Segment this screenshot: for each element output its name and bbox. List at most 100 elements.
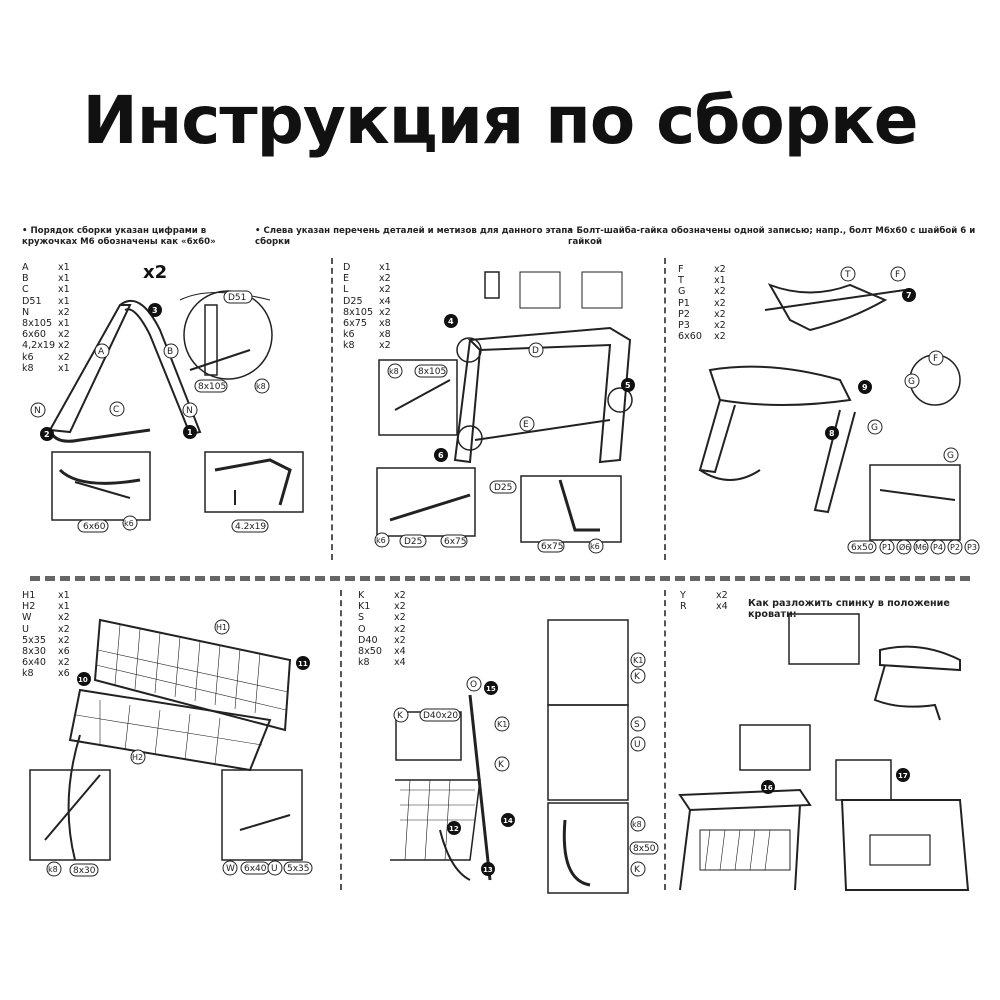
swing-canopy xyxy=(678,788,812,812)
detail-box-2c xyxy=(520,475,622,543)
part-quantity: x4 xyxy=(394,646,406,658)
part-code: 8x105 xyxy=(343,306,374,318)
part-quantity: x4 xyxy=(394,657,406,669)
svg-text:1: 1 xyxy=(187,428,193,437)
part-code: P3 xyxy=(678,320,690,332)
callout-8x105: 8x105 xyxy=(198,382,226,392)
svg-text:k6: k6 xyxy=(124,519,134,528)
part-quantity: x2 xyxy=(58,657,70,669)
part-code: 5x35 xyxy=(22,634,46,646)
part-code: K xyxy=(358,590,365,601)
divider-v2-bottom xyxy=(664,590,666,890)
detail-box-4b xyxy=(221,769,303,861)
wrong-example-box xyxy=(581,271,623,309)
page-title: Инструкция по сборке xyxy=(82,82,918,159)
parts-list-row: k8 x2 xyxy=(343,340,391,351)
part-code: 6x60 xyxy=(22,329,46,341)
part-quantity: x1 xyxy=(58,590,70,601)
svg-text:H1: H1 xyxy=(216,623,227,632)
svg-text:P1: P1 xyxy=(882,543,892,552)
svg-text:N: N xyxy=(34,406,41,416)
parts-list-row: 6x40 x2 xyxy=(22,657,70,668)
svg-text:k8: k8 xyxy=(48,865,58,874)
parts-list-row: 6x60 x2 xyxy=(22,329,70,340)
part-quantity: x2 xyxy=(58,329,70,341)
part-quantity: x2 xyxy=(394,623,406,635)
svg-text:k8: k8 xyxy=(632,820,642,829)
svg-text:6x40: 6x40 xyxy=(244,864,267,874)
part-quantity: x2 xyxy=(714,264,726,275)
svg-text:6x60: 6x60 xyxy=(83,522,106,532)
part-quantity: x2 xyxy=(379,340,391,352)
part-quantity: x1 xyxy=(58,273,70,285)
part-code: k8 xyxy=(343,340,355,352)
part-quantity: x2 xyxy=(394,612,406,624)
svg-text:M6: M6 xyxy=(915,543,927,552)
part-quantity: x6 xyxy=(58,668,70,680)
svg-text:W: W xyxy=(226,864,235,874)
frame-d xyxy=(467,326,632,464)
svg-text:6: 6 xyxy=(438,451,444,460)
part-code: T xyxy=(678,275,684,287)
part-quantity: x2 xyxy=(58,612,70,624)
part-code: 8x105 xyxy=(22,318,53,330)
part-quantity: x1 xyxy=(58,284,70,296)
svg-text:F: F xyxy=(895,270,900,280)
part-code: k8 xyxy=(22,668,34,680)
note-order: • Порядок сборки указан цифрами в кружоч… xyxy=(22,226,216,247)
part-code: W xyxy=(22,612,32,624)
part-quantity: x2 xyxy=(58,351,70,363)
quantity-multiplier: x2 xyxy=(143,262,168,283)
part-code: H1 xyxy=(22,590,36,601)
part-code: F xyxy=(678,264,684,275)
correct-example-box xyxy=(519,271,561,309)
svg-text:E: E xyxy=(523,420,529,430)
part-code: G xyxy=(678,286,686,298)
detail-box-5c xyxy=(547,704,629,801)
svg-text:U: U xyxy=(271,864,278,874)
part-code: 6x40 xyxy=(22,657,46,669)
part-code: O xyxy=(358,623,366,635)
svg-text:k6: k6 xyxy=(376,536,386,545)
svg-text:K: K xyxy=(634,865,641,875)
part-code: 6x75 xyxy=(343,318,367,330)
svg-text:Ø6: Ø6 xyxy=(899,542,910,552)
part-quantity: x1 xyxy=(379,262,391,273)
part-quantity: x2 xyxy=(714,286,726,298)
part-code: P2 xyxy=(678,308,690,320)
svg-text:G: G xyxy=(947,451,954,461)
svg-text:K: K xyxy=(498,760,505,770)
detail-box-5d xyxy=(547,802,629,894)
detail-box-3 xyxy=(869,464,961,541)
detail-box-bottom-right xyxy=(204,451,304,513)
part-quantity: x6 xyxy=(58,646,70,658)
